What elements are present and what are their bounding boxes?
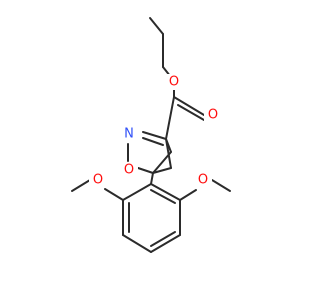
bond bbox=[150, 189, 176, 204]
bond bbox=[122, 183, 152, 201]
bond bbox=[177, 104, 205, 121]
bond bbox=[165, 96, 175, 140]
bond bbox=[179, 189, 197, 201]
atom-n-ring: N bbox=[124, 127, 134, 142]
bond bbox=[149, 17, 164, 35]
bond bbox=[150, 234, 181, 253]
structure-canvas: O O N O O O bbox=[71, 17, 231, 253]
bond bbox=[122, 234, 152, 253]
atom-o-ester: O bbox=[169, 75, 179, 90]
bond bbox=[137, 167, 154, 174]
atom-o-methoxy-right: O bbox=[198, 173, 208, 188]
bond bbox=[71, 179, 91, 192]
bond bbox=[142, 131, 167, 140]
bond bbox=[211, 179, 231, 192]
atom-o-methoxy-left: O bbox=[93, 173, 103, 188]
atom-o-ring: O bbox=[124, 163, 134, 178]
atom-labels: O O N O O O bbox=[89, 74, 222, 188]
bond bbox=[150, 231, 176, 247]
molecule-structure: O O N O O O bbox=[71, 17, 231, 253]
bond bbox=[142, 137, 164, 146]
bonds bbox=[71, 17, 231, 253]
bond bbox=[104, 188, 124, 201]
bond bbox=[165, 138, 172, 169]
atom-o-carbonyl: O bbox=[208, 108, 218, 123]
bond bbox=[150, 183, 181, 201]
bond bbox=[152, 167, 172, 174]
bond bbox=[173, 96, 205, 116]
bond bbox=[150, 172, 154, 185]
